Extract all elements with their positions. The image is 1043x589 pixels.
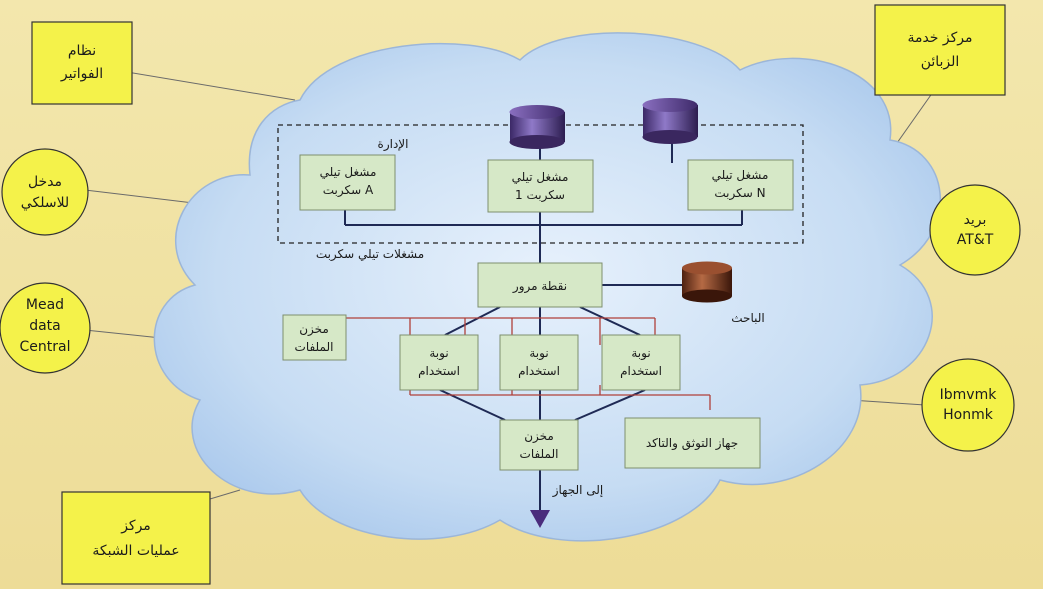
researcher-label: الباحث	[731, 311, 764, 325]
noc-line1: مركز	[120, 518, 151, 534]
usage-right-line2: استخدام	[620, 364, 662, 378]
customer-service-line1: مركز خدمة	[907, 30, 972, 46]
customer-service-line2: الزبائن	[921, 54, 960, 70]
usage-mid-line2: استخدام	[518, 364, 560, 378]
server-1-line1: مشغل تيلي	[512, 170, 569, 184]
billing-line1: نظام	[68, 43, 96, 59]
mead-line1: Mead	[26, 297, 64, 313]
file-store-side-line1: مخزن	[299, 322, 329, 337]
mead-line3: Central	[20, 339, 71, 355]
file-store-bottom-line1: مخزن	[524, 429, 554, 444]
mead-data-central-circle	[0, 282, 91, 374]
gateway-label: نقطة مرور	[512, 279, 567, 294]
billing-line2: الفواتير	[60, 66, 103, 82]
wireless-line1: مدخل	[28, 174, 62, 190]
usage-left-line1: نوبة	[429, 346, 448, 361]
ibm-circle	[921, 358, 1015, 452]
to-device-label: إلى الجهاز	[552, 483, 604, 498]
down-arrow-icon	[530, 510, 550, 528]
mead-line2: data	[29, 318, 61, 334]
att-mail-circle	[929, 184, 1021, 276]
usage-mid-line1: نوبة	[529, 346, 548, 361]
file-store-bottom-line2: الملفات	[520, 447, 559, 461]
server-a-line1: مشغل تيلي	[320, 165, 377, 179]
database-server-1-icon	[509, 105, 565, 149]
auth-device-label: جهاز التوثق والتاكد	[646, 436, 738, 451]
att-mail-line1: بريد	[964, 212, 987, 228]
ibm-line2: Honmk	[943, 407, 994, 423]
primary-wiring	[344, 140, 743, 510]
usage-right-line1: نوبة	[631, 346, 650, 361]
server-1-line2: سكربت 1	[515, 188, 565, 203]
researcher-database-icon	[682, 261, 732, 303]
ibm-line1: Ibmvmk	[940, 387, 998, 403]
node-boxes	[282, 154, 794, 471]
att-mail-line2: AT&T	[957, 232, 994, 248]
server-a-line2: سكربت A	[323, 183, 374, 198]
billing-system-box	[31, 21, 133, 105]
customer-service-box	[874, 4, 1006, 96]
wireless-line2: للاسلكي	[21, 195, 69, 211]
server-n-line1: مشغل تيلي	[712, 168, 769, 182]
admin-label: الإدارة	[378, 137, 409, 152]
network-operations-box	[61, 491, 211, 585]
usage-left-line2: استخدام	[418, 364, 460, 378]
wireless-gateway-circle	[1, 148, 89, 236]
database-server-n-icon	[642, 98, 698, 144]
noc-line2: عمليات الشبكة	[92, 543, 179, 559]
file-store-side-line2: الملفات	[295, 340, 334, 354]
server-n-line2: سكربت N	[714, 186, 765, 201]
servers-group-label: مشغلات تيلي سكربت	[316, 247, 424, 262]
